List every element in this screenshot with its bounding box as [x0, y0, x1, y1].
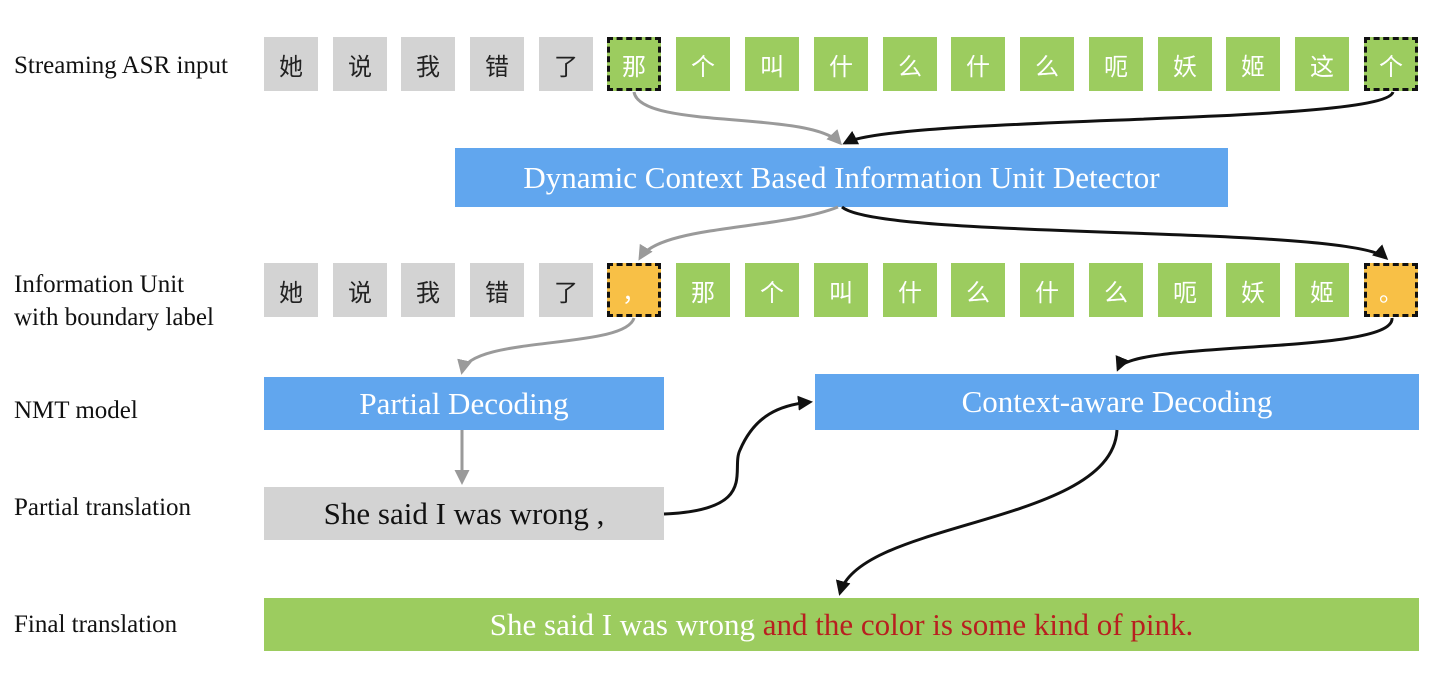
unit-token: 什 — [883, 263, 937, 317]
arrow-context-decoding-to-final — [835, 429, 1119, 596]
final-translation-box: She said I was wrong and the color is so… — [264, 598, 1419, 651]
final-translation-new-text: and the color is some kind of pink. — [762, 606, 1194, 642]
asr-token: 她 — [264, 37, 318, 91]
asr-token: 么 — [1020, 37, 1074, 91]
boundary-label-token: ， — [607, 263, 661, 317]
asr-token: 什 — [814, 37, 868, 91]
context-aware-decoding-module: Context-aware Decoding — [815, 374, 1419, 430]
arrow-comma-to-partial-decoding — [457, 317, 636, 375]
arrow-period-to-context-decoding — [1115, 317, 1394, 372]
asr-token: 说 — [333, 37, 387, 91]
boundary-label-token: 。 — [1364, 263, 1418, 317]
arrow-partial-translation-to-context-decoding — [663, 395, 813, 516]
unit-token: 呃 — [1158, 263, 1212, 317]
asr-token: 这 — [1295, 37, 1349, 91]
unit-token: 什 — [1020, 263, 1074, 317]
asr-token: 我 — [401, 37, 455, 91]
label-information-unit-line2: with boundary label — [14, 304, 214, 331]
label-partial-translation: Partial translation — [14, 494, 192, 521]
asr-token: 叫 — [745, 37, 799, 91]
unit-token: 她 — [264, 263, 318, 317]
information-unit-detector: Dynamic Context Based Information Unit D… — [455, 148, 1228, 207]
label-nmt-model: NMT model — [14, 397, 138, 424]
asr-token: 了 — [539, 37, 593, 91]
asr-token: 么 — [883, 37, 937, 91]
unit-token: 么 — [1089, 263, 1143, 317]
unit-token: 妖 — [1226, 263, 1280, 317]
asr-token-highlighted: 那 — [607, 37, 661, 91]
unit-token: 我 — [401, 263, 455, 317]
arrow-asr-to-detector-gray — [632, 91, 843, 146]
partial-decoding-module: Partial Decoding — [264, 377, 664, 430]
asr-token: 什 — [951, 37, 1005, 91]
asr-token: 姬 — [1226, 37, 1280, 91]
unit-token: 姬 — [1295, 263, 1349, 317]
unit-token: 那 — [676, 263, 730, 317]
asr-token: 呃 — [1089, 37, 1143, 91]
asr-token: 妖 — [1158, 37, 1212, 91]
final-translation-prefix: She said I was wrong — [489, 606, 755, 642]
label-information-unit-line1: Information Unit — [14, 271, 185, 298]
label-streaming-asr-input: Streaming ASR input — [14, 52, 228, 79]
unit-token: 么 — [951, 263, 1005, 317]
asr-token: 错 — [470, 37, 524, 91]
unit-token: 错 — [470, 263, 524, 317]
arrow-asr-to-detector-black — [842, 91, 1395, 145]
unit-token: 个 — [745, 263, 799, 317]
partial-translation-box: She said I was wrong , — [264, 487, 664, 540]
unit-token: 叫 — [814, 263, 868, 317]
asr-token: 个 — [676, 37, 730, 91]
arrow-detector-to-period — [841, 205, 1389, 261]
label-information-unit: Information Unit with boundary label — [14, 268, 214, 334]
asr-token-highlighted: 个 — [1364, 37, 1418, 91]
label-final-translation: Final translation — [14, 611, 178, 638]
unit-token: 了 — [539, 263, 593, 317]
arrow-detector-to-comma — [638, 205, 839, 261]
unit-token: 说 — [333, 263, 387, 317]
